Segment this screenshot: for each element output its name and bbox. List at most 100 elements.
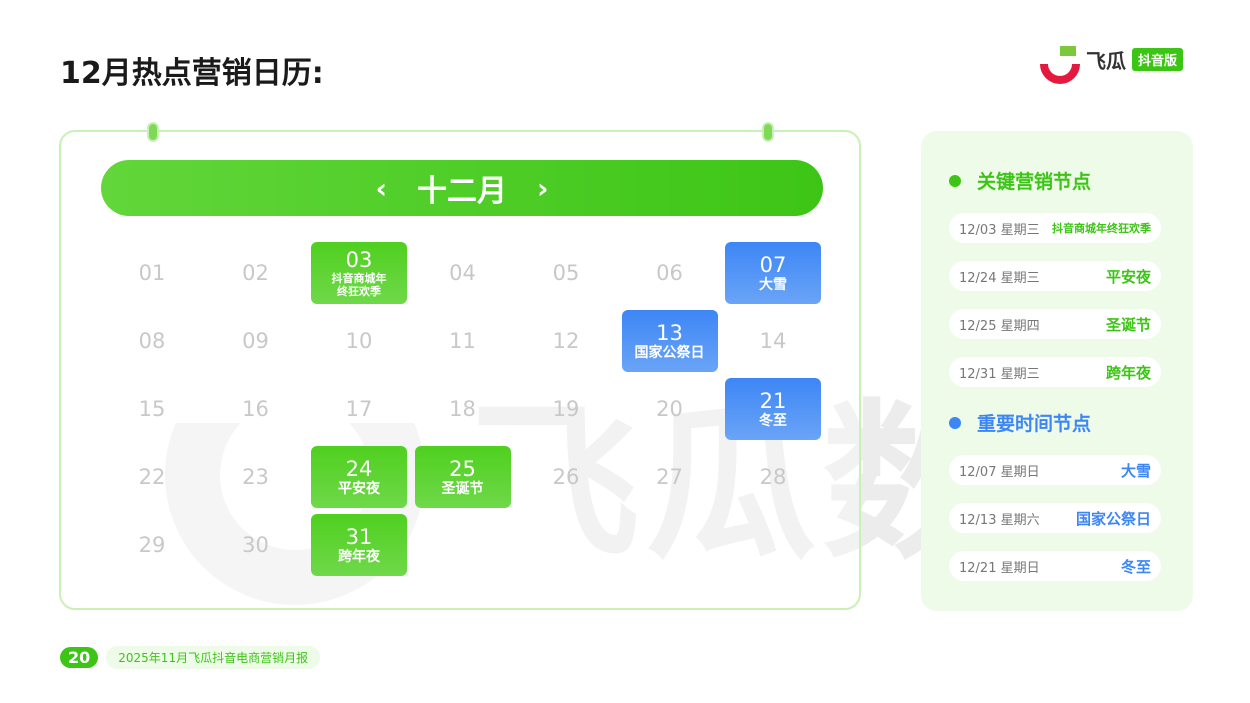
calendar-day[interactable]: 27 xyxy=(622,446,718,508)
node-row: 12/21 星期日 冬至 xyxy=(949,551,1161,581)
month-header: ‹ 十二月 › xyxy=(101,160,823,216)
day-number: 09 xyxy=(242,329,269,353)
important-nodes-title: 重要时间节点 xyxy=(977,413,1092,435)
next-month-button[interactable]: › xyxy=(537,171,549,205)
calendar-day[interactable]: 09 xyxy=(208,310,304,372)
calendar-day[interactable]: 10 xyxy=(311,310,407,372)
day-number: 17 xyxy=(345,397,373,421)
day-number: 21 xyxy=(759,389,787,413)
day-number: 31 xyxy=(345,525,373,549)
calendar-day[interactable]: 08 xyxy=(104,310,200,372)
day-event-label: 冬至 xyxy=(759,413,787,429)
day-event-label: 国家公祭日 xyxy=(634,345,705,361)
calendar-day[interactable]: 16 xyxy=(208,378,304,440)
dot-icon xyxy=(949,416,961,429)
day-number: 11 xyxy=(449,329,476,353)
calendar-day[interactable]: 06 xyxy=(622,242,718,304)
page-number: 20 xyxy=(60,647,99,668)
calendar-day[interactable]: 30 xyxy=(208,514,304,576)
day-number: 14 xyxy=(759,329,787,353)
node-date: 12/24 星期三 xyxy=(959,270,1040,286)
calendar-day[interactable]: 26 xyxy=(518,446,614,508)
node-event: 平安夜 xyxy=(1105,267,1151,286)
day-number: 04 xyxy=(449,261,476,285)
node-event: 抖音商城年终狂欢季 xyxy=(1052,222,1151,235)
calendar-day[interactable]: 11 xyxy=(415,310,511,372)
day-event-label: 抖音商城年终狂欢季 xyxy=(331,272,387,298)
calendar-day[interactable]: 20 xyxy=(622,378,718,440)
day-number: 12 xyxy=(552,329,580,353)
node-row: 12/13 星期六国家公祭日 xyxy=(949,503,1161,533)
calendar-day[interactable]: 02 xyxy=(208,242,304,304)
node-event: 大雪 xyxy=(1120,461,1151,480)
calendar-day[interactable]: 01 xyxy=(104,242,200,304)
day-number: 03 xyxy=(345,248,373,272)
day-number: 18 xyxy=(449,397,476,421)
node-date: 12/25 星期四 xyxy=(959,318,1040,334)
day-number: 22 xyxy=(138,465,166,489)
day-event-label: 大雪 xyxy=(759,277,787,293)
calendar-pin xyxy=(147,122,159,142)
logo-badge: 抖音版 xyxy=(1132,47,1184,71)
calendar-day[interactable]: 18 xyxy=(415,378,511,440)
node-row: 12/24 星期三 平安夜 xyxy=(949,261,1161,291)
day-number: 02 xyxy=(242,261,269,285)
day-number: 20 xyxy=(656,397,683,421)
prev-month-button[interactable]: ‹ xyxy=(375,171,387,205)
day-number: 29 xyxy=(138,533,166,557)
day-number: 05 xyxy=(552,261,580,285)
day-number: 26 xyxy=(552,465,580,489)
node-date: 12/03 星期三 xyxy=(959,222,1040,238)
calendar-day[interactable]: 17 xyxy=(311,378,407,440)
important-nodes-heading: 重要时间节点 xyxy=(949,409,1091,436)
node-event: 圣诞节 xyxy=(1105,315,1151,334)
calendar-day[interactable]: 29 xyxy=(104,514,200,576)
day-number: 23 xyxy=(242,465,269,489)
calendar-day[interactable]: 15 xyxy=(104,378,200,440)
logo-name: 飞瓜 xyxy=(1086,48,1126,73)
day-number: 16 xyxy=(242,397,269,421)
day-number: 10 xyxy=(345,329,373,353)
day-number: 15 xyxy=(138,397,166,421)
calendar-day[interactable]: 12 xyxy=(518,310,614,372)
calendar-day[interactable]: 04 xyxy=(415,242,511,304)
calendar-pin xyxy=(762,122,774,142)
calendar-day[interactable]: 23 xyxy=(208,446,304,508)
node-date: 12/07 星期日 xyxy=(959,464,1040,480)
page-title: 12月热点营销日历: xyxy=(60,56,324,91)
node-event: 冬至 xyxy=(1120,557,1151,576)
day-number: 24 xyxy=(345,457,373,481)
calendar-day[interactable]: 22 xyxy=(104,446,200,508)
node-event: 国家公祭日 xyxy=(1075,509,1151,528)
day-number: 28 xyxy=(759,465,787,489)
day-number: 06 xyxy=(656,261,683,285)
day-number: 30 xyxy=(242,533,269,557)
day-number: 27 xyxy=(656,465,683,489)
day-number: 08 xyxy=(138,329,166,353)
day-event-label: 圣诞节 xyxy=(441,481,484,497)
day-event-label: 平安夜 xyxy=(338,481,380,497)
calendar-day[interactable]: 14 xyxy=(725,310,821,372)
logo: 飞瓜 抖音版 xyxy=(1040,44,1184,84)
day-number: 19 xyxy=(552,397,580,421)
key-nodes-title: 关键营销节点 xyxy=(977,171,1092,193)
node-date: 12/21 星期日 xyxy=(959,560,1040,576)
node-row: 12/07 星期日 大雪 xyxy=(949,455,1161,485)
day-number: 07 xyxy=(759,253,787,277)
calendar-day[interactable]: 05 xyxy=(518,242,614,304)
month-label: 十二月 xyxy=(417,174,507,209)
node-event: 跨年夜 xyxy=(1105,363,1151,382)
calendar-day[interactable]: 19 xyxy=(518,378,614,440)
report-title: 2025年11月飞瓜抖音电商营销月报 xyxy=(106,646,321,669)
logo-mark-icon xyxy=(1040,44,1080,84)
calendar-day[interactable]: 28 xyxy=(725,446,821,508)
